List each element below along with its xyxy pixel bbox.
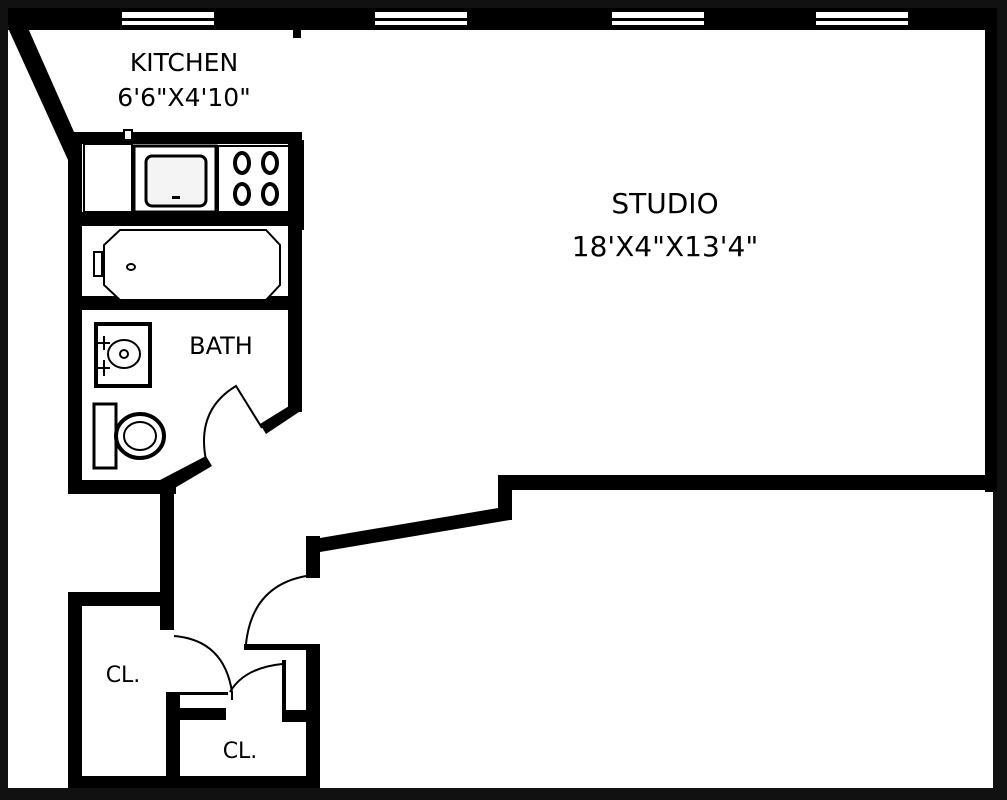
bath-bottom-wall: [68, 480, 176, 494]
studio-lower-wall: [498, 475, 997, 490]
bath-door[interactable]: [203, 384, 263, 461]
refrigerator-icon: [83, 129, 133, 213]
bathtub-icon: [93, 229, 281, 301]
kitchen-counter: [82, 129, 304, 230]
kitchen-label: KITCHEN: [130, 48, 238, 77]
bath-door-wall-right: [260, 398, 302, 434]
kitchen-diagonal-wall: [8, 28, 82, 160]
windows: [122, 12, 908, 25]
corridor-left-wall: [160, 480, 174, 630]
kitchen-dimensions: 6'6"X4'10": [117, 83, 250, 112]
closet-2-door[interactable]: [229, 663, 283, 693]
bath-left-wall: [68, 132, 82, 494]
closet-block: [68, 575, 320, 788]
window-icon: [375, 12, 467, 25]
studio-dimensions: 18'X4"X13'4": [572, 230, 758, 263]
wall-stub: [293, 28, 301, 38]
studio-label: STUDIO: [611, 187, 718, 220]
top-wall: [8, 8, 993, 30]
studio-diagonal-wall: [320, 506, 510, 552]
window-icon: [122, 12, 214, 25]
window-icon: [816, 12, 908, 25]
bath-label: BATH: [189, 332, 253, 360]
entry-door[interactable]: [245, 575, 307, 645]
stove-icon: [217, 145, 291, 213]
sink-icon: [132, 144, 218, 214]
studio-right-wall: [985, 8, 997, 492]
closet-2-label: CL.: [223, 739, 258, 764]
bath-room: [82, 140, 302, 492]
window-icon: [612, 12, 704, 25]
floor-area: [8, 10, 993, 788]
closet-1-label: CL.: [106, 663, 141, 688]
toilet-icon: [92, 402, 166, 470]
bathroom-sink-icon: [94, 322, 152, 388]
entry-wall-vertical: [306, 536, 320, 578]
